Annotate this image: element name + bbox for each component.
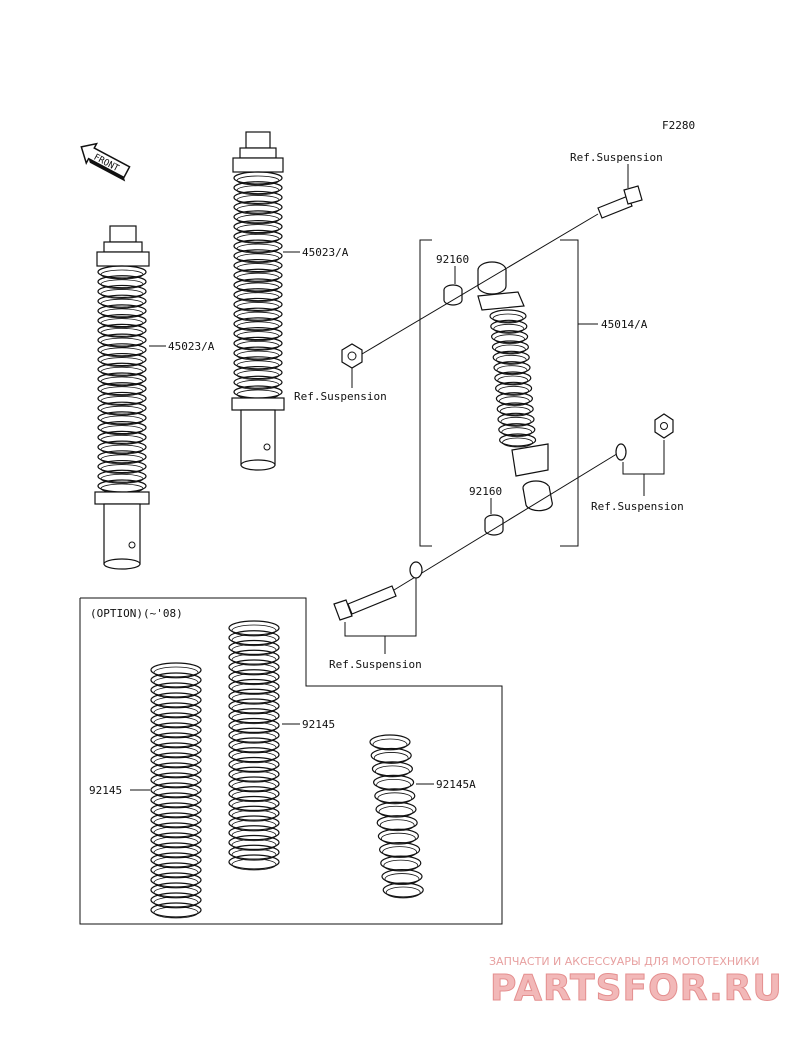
label-92145a: 92145A [436, 778, 476, 791]
label-92145-mid: 92145 [302, 718, 335, 731]
spring-92145-left [150, 662, 202, 919]
lower-washer [409, 561, 423, 579]
lower-right-nut [654, 413, 674, 439]
shock-absorber-center [477, 261, 553, 512]
ref-suspension-mid-left: Ref.Suspension [294, 390, 387, 403]
bushing-top [443, 284, 463, 306]
lower-bolt [333, 585, 397, 621]
label-45023a-left: 45023/A [168, 340, 215, 353]
shock-absorber-right [231, 131, 285, 471]
label-45014a: 45014/A [601, 318, 648, 331]
front-arrow-icon: FRONT [80, 142, 131, 182]
label-92145-left: 92145 [89, 784, 122, 797]
label-45023a-right: 45023/A [302, 246, 349, 259]
shock-absorber-left [94, 225, 150, 570]
option-title: (OPTION)(~'08) [90, 607, 183, 620]
upper-bolt [597, 185, 643, 219]
upper-nut [341, 343, 363, 369]
figure-code: F2280 [662, 119, 695, 132]
ref-suspension-bottom: Ref.Suspension [329, 658, 422, 671]
label-92160-bottom: 92160 [469, 485, 502, 498]
ref-suspension-top-right: Ref.Suspension [570, 151, 663, 164]
ref-suspension-mid-right: Ref.Suspension [591, 500, 684, 513]
watermark-top-text: ЗАПЧАСТИ И АКСЕССУАРЫ ДЛЯ МОТОТЕХНИКИ [489, 955, 759, 968]
watermark-logo: PARTSFOR.RU [490, 968, 783, 1009]
spring-92145a [369, 734, 424, 899]
lower-right-washer [615, 443, 627, 461]
option-box [79, 597, 503, 925]
spring-92145-mid [228, 620, 280, 871]
label-92160-top: 92160 [436, 253, 469, 266]
